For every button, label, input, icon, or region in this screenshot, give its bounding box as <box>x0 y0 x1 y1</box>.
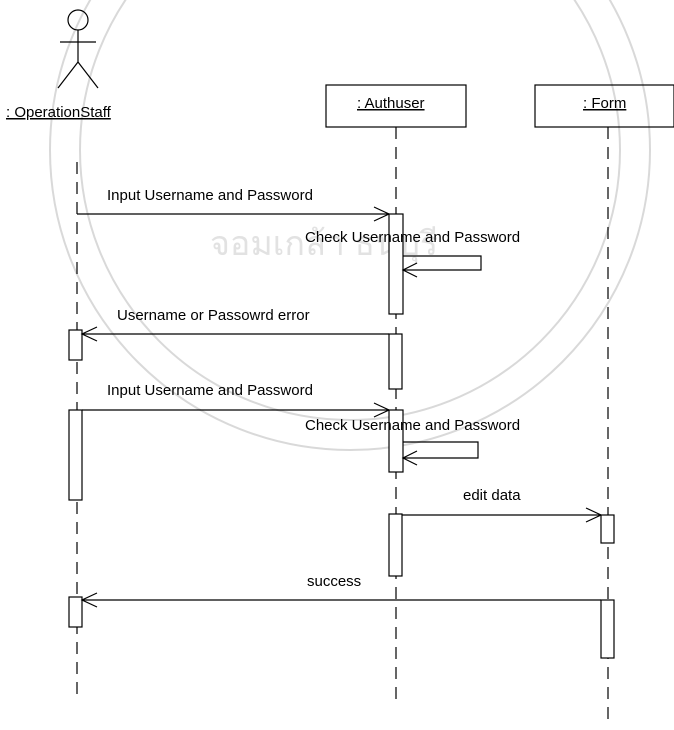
message-7-label: success <box>307 573 361 590</box>
message-4-label: Input Username and Password <box>107 382 313 399</box>
actor-activation-3 <box>69 597 82 627</box>
message-5-label: Check Username and Password <box>305 417 520 434</box>
message-3-label: Username or Passowrd error <box>117 307 310 324</box>
authuser-activation-2 <box>389 334 402 389</box>
form-label: : Form <box>583 95 626 112</box>
message-6-label: edit data <box>463 487 521 504</box>
message-2-label: Check Username and Password <box>305 229 520 246</box>
authuser-label: : Authuser <box>357 95 425 112</box>
authuser-activation-4 <box>389 514 402 576</box>
message-1-label: Input Username and Password <box>107 187 313 204</box>
form-activation-2 <box>601 600 614 658</box>
actor-activation-1 <box>69 330 82 360</box>
form-activation-1 <box>601 515 614 543</box>
actor-label: : OperationStaff <box>6 104 112 121</box>
actor-activation-2 <box>69 410 82 500</box>
message-5-arrow <box>403 442 478 458</box>
